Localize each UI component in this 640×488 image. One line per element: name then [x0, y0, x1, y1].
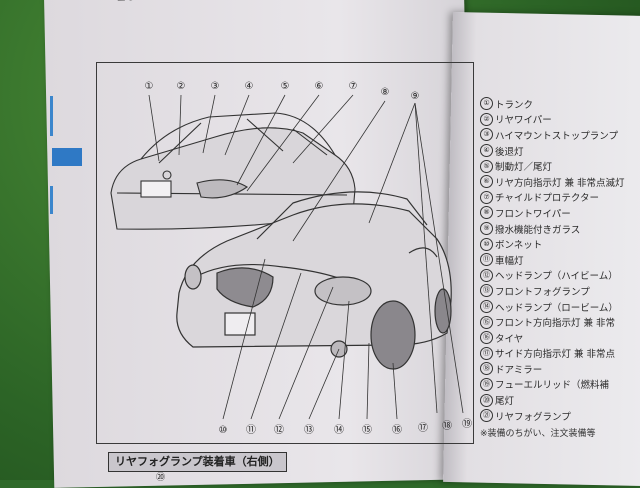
legend-number: ⑯: [480, 331, 493, 345]
callout-11: ⑪: [246, 424, 256, 436]
legend-number: ④: [480, 144, 493, 158]
callout-10: ⑩: [219, 425, 228, 436]
legend-number: ⑳: [480, 393, 493, 407]
legend-label: 尾灯: [495, 396, 515, 408]
legend-number: ㉑: [480, 409, 493, 423]
legend-label: 制動灯／尾灯: [495, 162, 553, 174]
legend-label: ヘッドランプ（ハイビーム）: [495, 271, 618, 283]
callout-4: ④: [245, 81, 254, 92]
legend-label: タイヤ: [495, 333, 524, 345]
callout-15: ⑮: [362, 424, 372, 436]
callout-1: ①: [145, 81, 154, 92]
callout-19: ⑲: [462, 418, 472, 430]
legend-number: ⑭: [480, 300, 493, 314]
legend-label: 車幅灯: [495, 255, 524, 267]
callout-7: ⑦: [349, 81, 358, 92]
callout-12: ⑫: [274, 424, 284, 436]
rear-car-illustration: [110, 112, 356, 230]
blue-margin-line: [50, 96, 53, 136]
callout-17: ⑰: [418, 422, 428, 434]
legend-note: ※装備のちがい、注文装備等: [480, 429, 596, 440]
legend-label: ヘッドランプ（ロービーム）: [495, 302, 618, 314]
legend-label: ボンネット: [495, 240, 543, 252]
legend-number: ⑲: [480, 377, 493, 391]
legend-number: ⑨: [480, 222, 493, 236]
page-number: 10: [116, 0, 136, 4]
legend-label: 撥水機能付きガラス: [495, 224, 581, 236]
legend-number: ⑥: [480, 175, 493, 189]
legend-number: ⑪: [480, 253, 493, 267]
legend-number: ⑱: [480, 362, 493, 376]
legend-label: 後退灯: [495, 146, 524, 158]
legend-label: ドアミラー: [495, 364, 543, 376]
legend-label: フューエルリッド（燃料補: [495, 380, 610, 392]
legend-number: ⑦: [480, 190, 493, 204]
callout-16: ⑯: [392, 424, 402, 436]
legend-number: ⑰: [480, 346, 493, 360]
legend-label: リヤワイパー: [495, 115, 552, 127]
callout-14: ⑭: [334, 424, 344, 436]
legend-number: ⑮: [480, 315, 493, 329]
legend-number: ①: [480, 97, 493, 111]
bottom-callout: ⑳: [156, 473, 166, 483]
rear-fog-caption: リヤフォグランプ装着車（右側）: [108, 452, 287, 472]
callout-5: ⑤: [281, 81, 290, 92]
front-car-illustration: [176, 191, 452, 370]
blue-section-tab: [52, 148, 82, 166]
legend-label: リヤ方向指示灯 兼 非常点滅灯: [495, 177, 625, 189]
legend-label: ハイマウントストップランプ: [495, 130, 619, 142]
legend-label: チャイルドプロテクター: [495, 193, 600, 205]
legend-label: リヤフォグランプ: [495, 411, 571, 423]
legend-label: トランク: [495, 99, 534, 111]
callout-8: ⑧: [381, 87, 390, 98]
legend-number: ⑬: [480, 284, 493, 298]
legend-label: フロント方向指示灯 兼 非常: [495, 318, 616, 330]
legend-label: フロントワイパー: [495, 208, 571, 220]
legend-number: ⑩: [480, 237, 493, 251]
legend-number: ⑧: [480, 206, 493, 220]
callout-leader-lines: [148, 94, 464, 420]
car-diagram: ① ② ③ ④ ⑤ ⑥ ⑦ ⑧ ⑨ ⑩ ⑪ ⑫ ⑬ ⑭ ⑮ ⑯ ⑰ ⑱ ⑲: [110, 81, 472, 436]
legend-number: ③: [480, 128, 493, 142]
legend-number: ⑤: [480, 159, 493, 173]
callout-9: ⑨: [411, 91, 420, 102]
callout-3: ③: [211, 81, 220, 92]
callout-6: ⑥: [315, 81, 324, 92]
legend-label: サイド方向指示灯 兼 非常点: [495, 349, 616, 361]
legend-number: ②: [480, 112, 493, 126]
callout-2: ②: [177, 81, 186, 92]
legend-label: フロントフォグランプ: [495, 286, 590, 298]
blue-margin-line: [50, 186, 53, 214]
callout-18: ⑱: [442, 420, 452, 432]
callout-13: ⑬: [304, 424, 314, 436]
callout-numbers: ① ② ③ ④ ⑤ ⑥ ⑦ ⑧ ⑨ ⑩ ⑪ ⑫ ⑬ ⑭ ⑮ ⑯ ⑰ ⑱ ⑲: [145, 81, 472, 436]
legend-number: ⑫: [480, 268, 493, 282]
car-diagram-frame: ① ② ③ ④ ⑤ ⑥ ⑦ ⑧ ⑨ ⑩ ⑪ ⑫ ⑬ ⑭ ⑮ ⑯ ⑰ ⑱ ⑲: [96, 62, 474, 444]
